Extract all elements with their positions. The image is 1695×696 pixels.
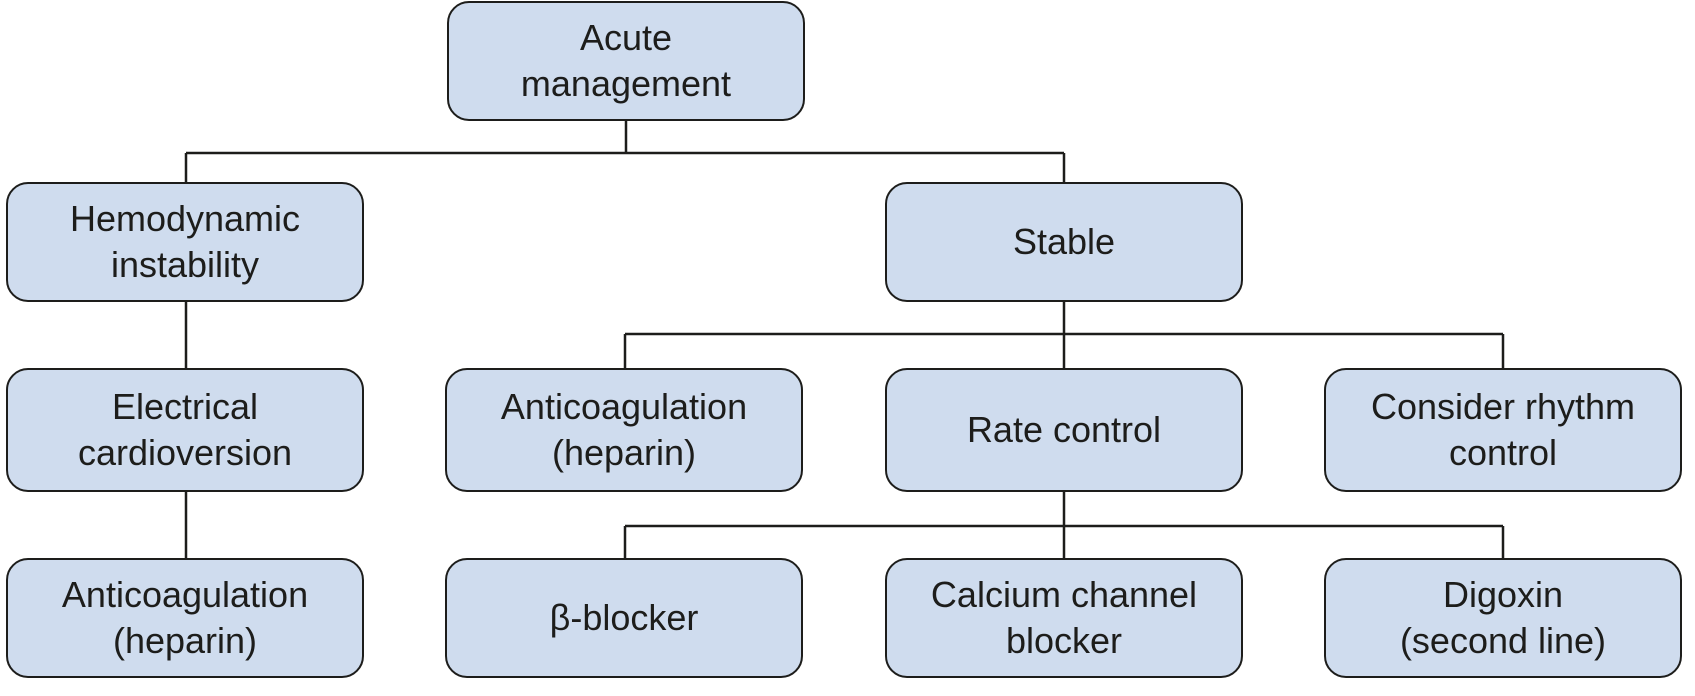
- node-label: Anticoagulation (heparin): [501, 384, 747, 476]
- node-label-line: cardioversion: [77, 432, 293, 473]
- node-label-line: β-blocker: [549, 597, 699, 638]
- node-label: β-blocker: [550, 595, 699, 641]
- node-label: Hemodynamic instability: [70, 196, 300, 288]
- node-label-line: Calcium channel: [930, 574, 1198, 615]
- node-acute-management: Acute management: [447, 1, 805, 121]
- node-label-line: instability: [110, 244, 260, 285]
- node-calcium-channel-blocker: Calcium channel blocker: [885, 558, 1243, 678]
- node-label-line: Electrical: [111, 386, 259, 427]
- node-anticoagulation-stable: Anticoagulation (heparin): [445, 368, 803, 492]
- node-label: Consider rhythm control: [1371, 384, 1635, 476]
- node-label-line: Rate control: [966, 409, 1162, 450]
- node-label-line: management: [520, 63, 732, 104]
- node-label: Rate control: [967, 407, 1161, 453]
- connector-acute-to-branches: [184, 121, 1066, 182]
- connector-stable-to-options: [623, 302, 1505, 368]
- node-label-line: Anticoagulation: [500, 386, 748, 427]
- node-label-line: (second line): [1399, 620, 1607, 661]
- node-anticoagulation-unstable: Anticoagulation (heparin): [6, 558, 364, 678]
- node-label-line: Hemodynamic: [69, 198, 301, 239]
- node-label-line: control: [1448, 432, 1558, 473]
- node-label: Stable: [1013, 219, 1115, 265]
- node-electrical-cardioversion: Electrical cardioversion: [6, 368, 364, 492]
- node-rate-control: Rate control: [885, 368, 1243, 492]
- node-label-line: Anticoagulation: [61, 574, 309, 615]
- node-label-line: (heparin): [551, 432, 697, 473]
- connector-rate-to-drugs: [623, 492, 1505, 558]
- node-label-line: blocker: [1005, 620, 1123, 661]
- node-label-line: Digoxin: [1442, 574, 1564, 615]
- node-label: Acute management: [521, 15, 731, 107]
- node-digoxin: Digoxin (second line): [1324, 558, 1682, 678]
- node-label: Electrical cardioversion: [78, 384, 292, 476]
- node-label-line: Acute: [579, 17, 673, 58]
- node-label-line: Stable: [1012, 221, 1116, 262]
- node-label-line: (heparin): [112, 620, 258, 661]
- node-consider-rhythm-control: Consider rhythm control: [1324, 368, 1682, 492]
- node-stable: Stable: [885, 182, 1243, 302]
- node-hemodynamic-instability: Hemodynamic instability: [6, 182, 364, 302]
- node-label: Calcium channel blocker: [931, 572, 1197, 664]
- node-label: Digoxin (second line): [1400, 572, 1606, 664]
- node-label: Anticoagulation (heparin): [62, 572, 308, 664]
- node-beta-blocker: β-blocker: [445, 558, 803, 678]
- node-label-line: Consider rhythm: [1370, 386, 1636, 427]
